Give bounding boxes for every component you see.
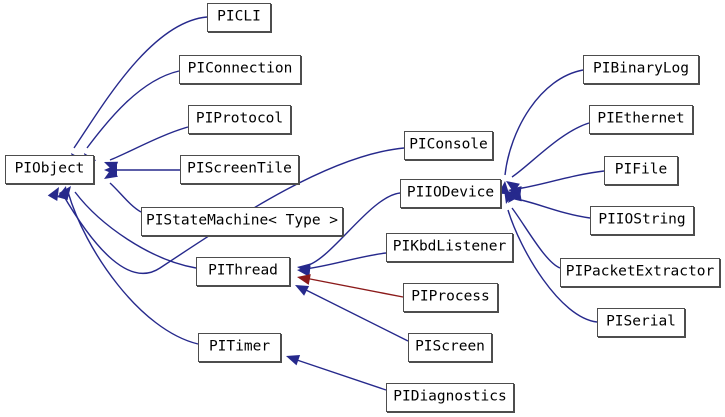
edge-piiodevice-to-pithread [304,192,401,267]
edge-piserial-to-piiodevice [507,209,598,323]
class-node-label: PIKbdListener [392,238,507,255]
edge-piscreen-to-pithread-arrowhead [295,285,310,296]
class-node-label: PIProcess [411,288,490,305]
class-node-piconsole[interactable]: PIConsole [404,131,493,160]
class-node-piiodevice[interactable]: PIIODevice [400,179,501,208]
edge-pidiagnostics-to-pitimer-arrowhead [286,355,301,366]
edge-pibinarylog-to-piiodevice [504,69,584,176]
class-node-label: PIConnection [187,60,293,77]
edge-piconnection-to-piobject [86,70,180,149]
edge-pipacketextractor-to-piiodevice [511,207,561,269]
class-node-label: PIPacketExtractor [565,263,715,280]
class-node-pikbdlistener[interactable]: PIKbdListener [386,233,513,262]
edge-piconsole-to-piobject-arrowhead [47,187,59,202]
edge-piscreen-to-pithread [301,287,409,342]
edge-pistatemachine-to-piobject-arrowhead [104,167,118,179]
edge-piethernet-to-piiodevice-arrowhead [506,181,520,193]
class-node-label: PIStateMachine< Type > [145,212,339,229]
edge-pidiagnostics-to-pitimer [293,358,387,391]
edge-pikbdlistener-to-pithread-arrowhead [297,265,311,277]
class-node-piprotocol[interactable]: PIProtocol [188,105,291,134]
class-node-pistatemachine[interactable]: PIStateMachine< Type > [141,207,343,236]
class-node-label: PITimer [208,338,271,355]
edge-picli-to-piobject [73,16,208,149]
class-node-pitimer[interactable]: PITimer [198,333,281,362]
edge-piserial-to-piiodevice-arrowhead [504,190,515,204]
class-node-label: PIScreenTile [187,160,292,177]
class-node-pifile[interactable]: PIFile [604,156,678,185]
edge-piiostring-to-piiodevice [515,198,591,219]
class-node-pidiagnostics[interactable]: PIDiagnostics [386,383,514,412]
class-node-label: PIConsole [409,136,488,153]
edge-pikbdlistener-to-pithread [304,252,387,270]
edge-piconsole-to-piobject [61,147,405,274]
class-node-piscreen[interactable]: PIScreen [408,333,492,362]
class-node-piscreentile[interactable]: PIScreenTile [180,155,299,184]
class-node-label: PIEthernet [597,110,685,127]
edge-pifile-to-piiodevice [515,170,605,190]
class-node-label: PIFile [614,161,668,178]
edge-pistatemachine-to-piobject [109,182,142,213]
class-node-picli[interactable]: PICLI [207,3,271,32]
class-node-label: PIDiagnostics [393,388,507,405]
class-node-label: PIObject [14,160,85,177]
class-node-label: PISerial [606,313,676,330]
class-node-pipacketextractor[interactable]: PIPacketExtractor [560,258,720,287]
class-node-label: PIIODevice [406,184,495,201]
class-node-label: PIProtocol [195,110,284,127]
class-node-piethernet[interactable]: PIEthernet [589,105,693,134]
class-node-pithread[interactable]: PIThread [196,257,290,286]
class-node-piserial[interactable]: PISerial [597,308,685,337]
class-node-piobject[interactable]: PIObject [5,155,94,184]
class-node-label: PIIOString [598,211,686,228]
class-node-piprocess[interactable]: PIProcess [403,283,498,312]
class-node-label: PIThread [208,262,278,279]
class-node-label: PIBinaryLog [592,60,690,77]
class-node-pibinarylog[interactable]: PIBinaryLog [583,55,699,84]
edge-piprotocol-to-piobject [109,126,189,161]
class-node-label: PICLI [217,8,261,25]
class-node-label: PIScreen [415,338,485,355]
edge-pithread-to-piobject [74,191,197,269]
edge-pitimer-to-piobject [67,191,199,345]
class-node-piconnection[interactable]: PIConnection [179,55,301,84]
edge-piprocess-to-pithread-arrowhead [297,274,311,285]
class-node-piiostring[interactable]: PIIOString [590,206,694,235]
edge-piethernet-to-piiodevice [511,122,590,178]
edge-piprocess-to-pithread [304,277,404,298]
